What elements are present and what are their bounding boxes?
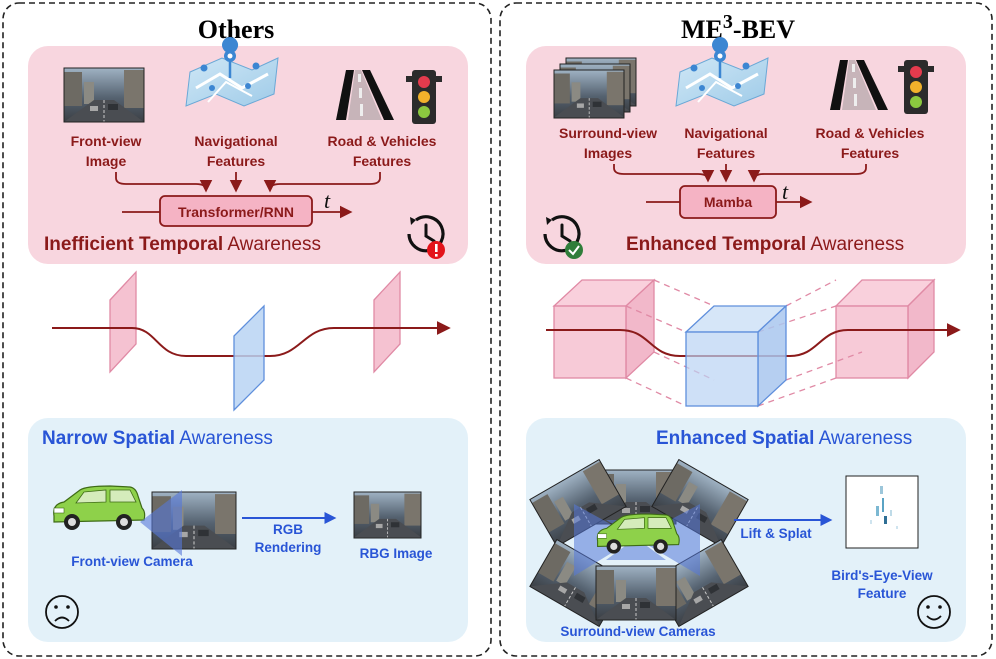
spatial-caption-right: Enhanced Spatial Awareness: [656, 428, 912, 449]
input-label-nav-right-2: Features: [697, 145, 756, 161]
output-label: RBG Image: [360, 546, 433, 561]
clock-warning-icon: [407, 215, 445, 259]
rgb-output-image: [353, 491, 422, 539]
left-title: Others: [198, 15, 275, 44]
front-view-image: [63, 67, 145, 123]
sad-face-icon: [45, 595, 79, 629]
right-temporal-panel: Surround-view Images Navigational Featur…: [526, 36, 966, 264]
right-temporal-diagram: [546, 278, 961, 408]
left-panel: Others Front-view Image Navigational Fea…: [2, 2, 492, 657]
time-symbol-right: t: [782, 179, 789, 204]
input-label-surround-2: Images: [584, 145, 632, 161]
input-label-front-view-1: Front-view: [71, 133, 142, 149]
pink-plane-1: [109, 270, 137, 374]
pink-cube-1: [552, 278, 656, 380]
right-title: ME3-BEV: [681, 11, 795, 44]
transformer-rnn-module: [159, 195, 313, 227]
time-symbol: t: [324, 188, 331, 213]
right-panel: ME3-BEV Surround-view Images Navigationa…: [499, 2, 993, 657]
bev-feature-map: [845, 475, 919, 549]
spatial-caption: Narrow Spatial Awareness: [42, 428, 273, 449]
input-label-road-right-2: Features: [841, 145, 900, 161]
blue-cube: [684, 304, 788, 408]
mamba-label: Mamba: [704, 194, 752, 210]
blue-plane: [233, 304, 265, 412]
input-label-nav-2: Features: [207, 153, 266, 169]
bev-label-2: Feature: [858, 586, 907, 601]
right-spatial-panel: Enhanced Spatial Awareness Surround-view…: [526, 418, 966, 642]
bev-label-1: Bird's-Eye-View: [831, 568, 933, 583]
clock-check-icon: [543, 215, 583, 259]
input-label-surround-1: Surround-view: [559, 125, 657, 141]
rgb-label-2: Rendering: [255, 540, 322, 555]
input-label-front-view-2: Image: [86, 153, 127, 169]
left-spatial-panel: Narrow Spatial Awareness Front-view Came…: [28, 418, 468, 642]
cameras-label: Surround-view Cameras: [560, 624, 715, 639]
happy-face-icon: [917, 595, 951, 629]
lift-splat-label: Lift & Splat: [740, 526, 812, 541]
left-temporal-panel: Front-view Image Navigational Features R…: [28, 36, 468, 264]
input-label-road-1: Road & Vehicles: [328, 133, 437, 149]
temporal-caption: Inefficient Temporal Awareness: [44, 234, 321, 255]
trajectory-line: [52, 321, 451, 357]
input-label-road-2: Features: [353, 153, 412, 169]
module-label: Transformer/RNN: [178, 204, 294, 220]
input-arrows-right: [613, 164, 867, 209]
input-label-nav-right-1: Navigational: [684, 125, 767, 141]
rgb-label-1: RGB: [273, 522, 303, 537]
mamba-module: [679, 185, 777, 219]
surround-view-images: [553, 57, 637, 119]
pink-plane-2: [373, 270, 401, 374]
surround-cameras: [529, 458, 749, 628]
temporal-caption-right: Enhanced Temporal Awareness: [626, 234, 904, 255]
input-arrows: [115, 172, 381, 219]
camera-frustum: [140, 490, 182, 556]
camera-label: Front-view Camera: [71, 554, 193, 569]
input-label-road-right-1: Road & Vehicles: [816, 125, 925, 141]
input-label-nav-1: Navigational: [194, 133, 277, 149]
left-temporal-diagram: [52, 270, 451, 412]
